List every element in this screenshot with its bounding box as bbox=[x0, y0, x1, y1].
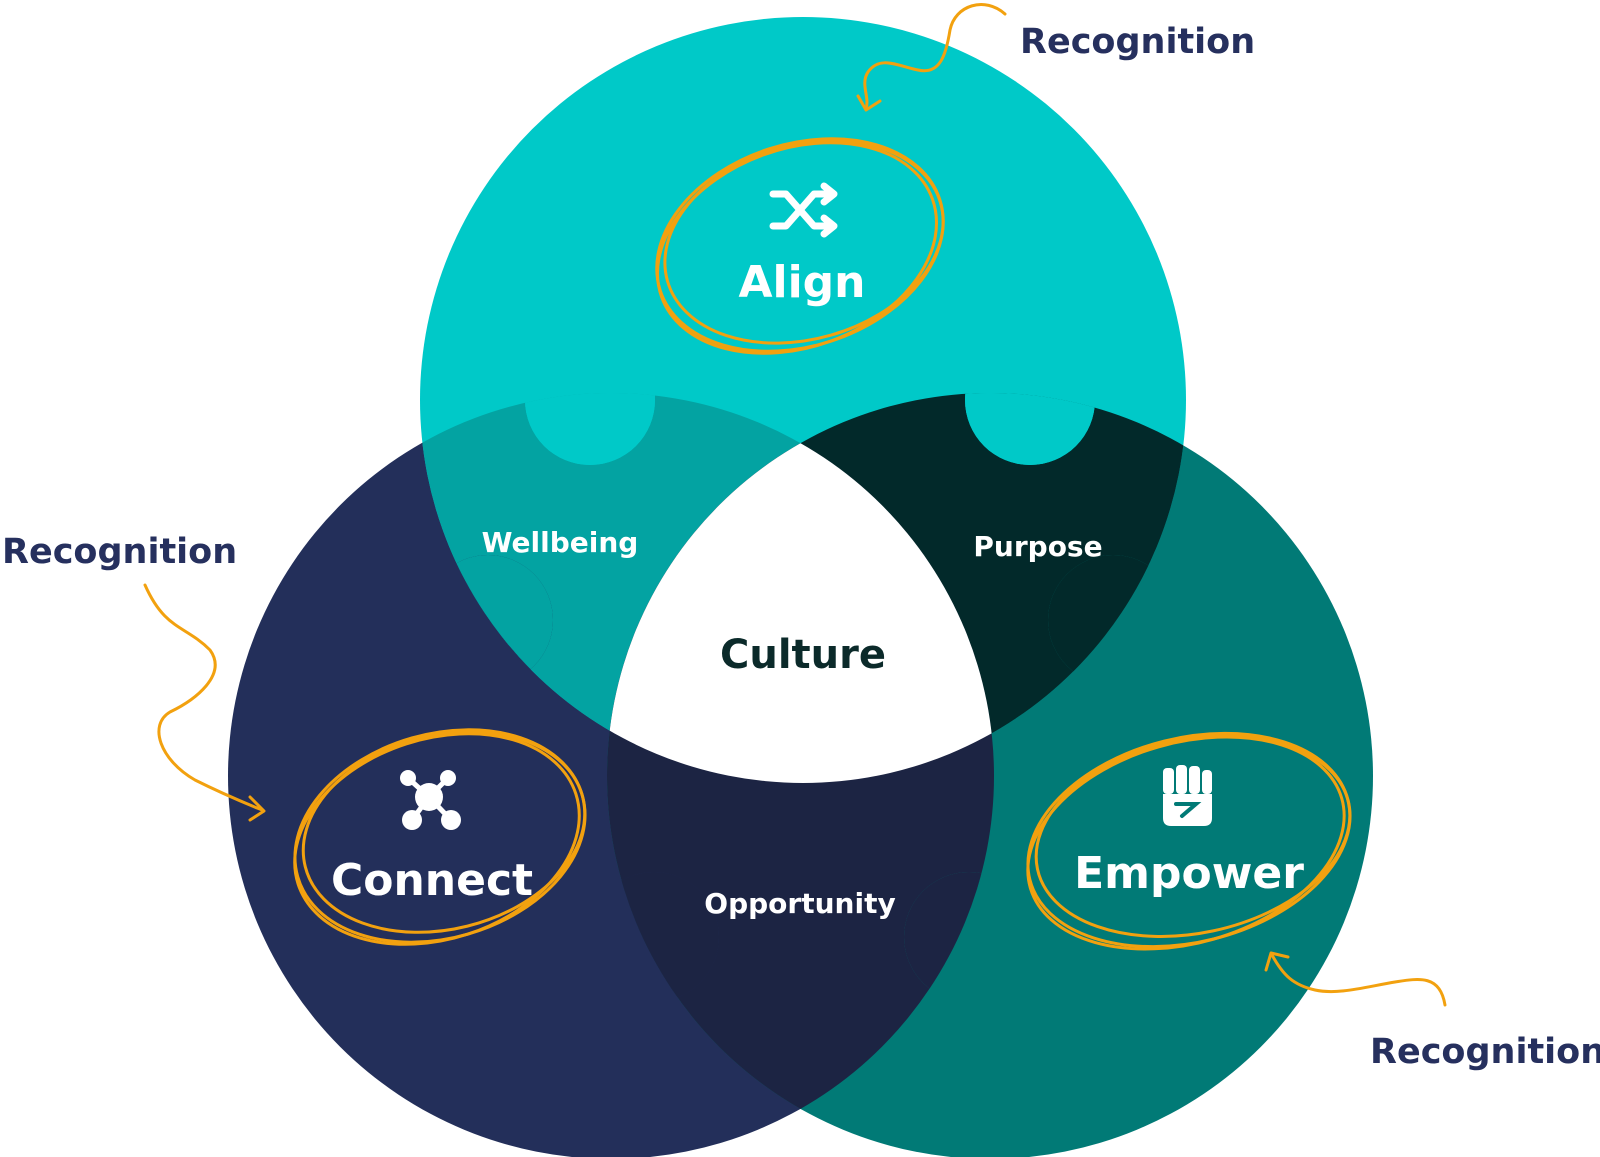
align-highlight-ellipse bbox=[655, 137, 945, 355]
recognition-top-label: Recognition bbox=[1020, 22, 1255, 62]
network-icon bbox=[400, 770, 461, 830]
empower-label: Empower bbox=[1074, 848, 1304, 899]
wellbeing-label: Wellbeing bbox=[482, 526, 639, 559]
opportunity-label: Opportunity bbox=[704, 887, 895, 920]
bottom-recognition-arrow bbox=[1264, 951, 1447, 1007]
raised-fist-icon bbox=[1163, 765, 1212, 826]
culture-label: Culture bbox=[720, 632, 886, 678]
recognition-bottom-label: Recognition bbox=[1370, 1032, 1600, 1072]
shuffle-icon bbox=[769, 182, 838, 238]
align-knob-right bbox=[965, 393, 1095, 465]
empower-highlight-ellipse bbox=[1026, 731, 1352, 951]
connect-label: Connect bbox=[331, 855, 533, 906]
recognition-left-label: Recognition bbox=[2, 532, 237, 572]
top-recognition-arrow bbox=[856, 3, 1007, 112]
connect-highlight-ellipse bbox=[293, 728, 587, 946]
left-recognition-arrow bbox=[143, 583, 266, 822]
align-knob-left bbox=[525, 393, 655, 465]
purpose-label: Purpose bbox=[973, 530, 1102, 563]
align-label: Align bbox=[738, 257, 865, 308]
